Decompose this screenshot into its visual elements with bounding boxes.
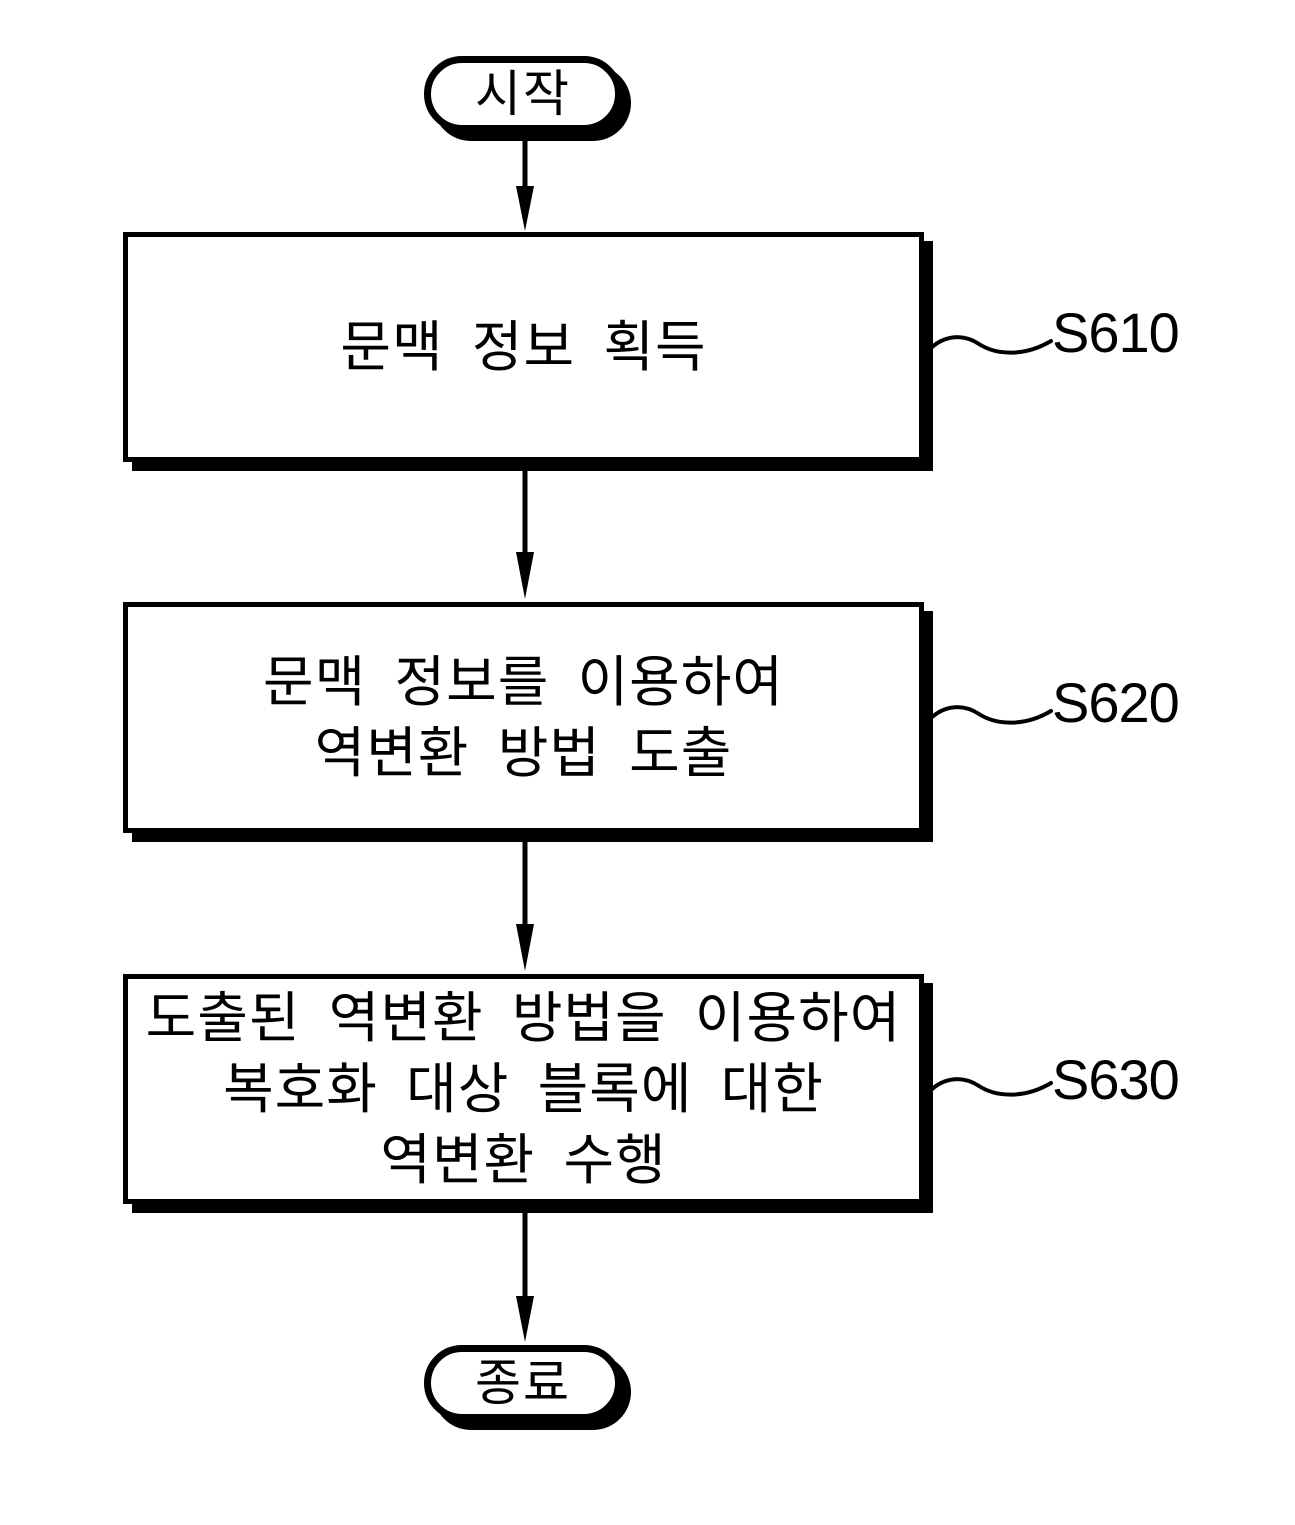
- step-label-s610: S610: [1052, 301, 1180, 364]
- arrow-s630-to-end: [516, 1211, 534, 1342]
- process-s620-line-2: 역변환 방법 도출: [314, 721, 733, 784]
- process-s610-line-1: 문맥 정보 획득: [340, 315, 707, 378]
- process-box-s610: 문맥 정보 획득: [123, 232, 924, 462]
- process-s620-line-1: 문맥 정보를 이용하여: [263, 650, 784, 713]
- leader-squiggle-s630: [929, 1077, 1053, 1097]
- arrow-s610-to-s620: [516, 466, 534, 599]
- process-s630-line-3: 역변환 수행: [380, 1128, 667, 1191]
- start-terminal: 시작: [424, 56, 622, 132]
- step-label-s630: S630: [1052, 1048, 1180, 1111]
- step-label-s620: S620: [1052, 671, 1180, 734]
- leader-squiggle-s610: [929, 335, 1053, 355]
- process-s630-line-2: 복호화 대상 블록에 대한: [223, 1057, 824, 1120]
- arrow-start-to-s610: [516, 136, 534, 231]
- process-s630-line-1: 도출된 역변환 방법을 이용하여: [145, 986, 902, 1049]
- start-terminal-label: 시작: [475, 66, 571, 122]
- end-terminal: 종료: [424, 1345, 622, 1421]
- process-box-s620: 문맥 정보를 이용하여 역변환 방법 도출: [123, 602, 924, 833]
- leader-squiggle-s620: [929, 705, 1053, 725]
- process-box-s630: 도출된 역변환 방법을 이용하여 복호화 대상 블록에 대한 역변환 수행: [123, 974, 924, 1204]
- end-terminal-label: 종료: [475, 1355, 571, 1411]
- arrow-s620-to-s630: [516, 837, 534, 971]
